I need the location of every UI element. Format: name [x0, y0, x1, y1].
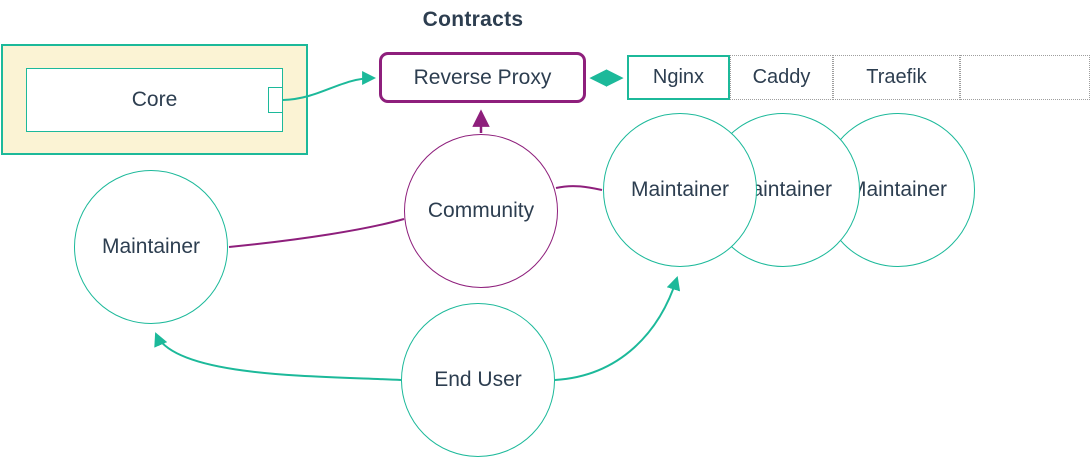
diagram-title: Contracts	[422, 8, 524, 31]
proxy-cell-caddy: Caddy	[730, 55, 833, 100]
node-community-label: Community	[427, 199, 535, 222]
core-port	[268, 87, 283, 113]
proxy-cell-nginx-label: Nginx	[652, 66, 705, 88]
proxy-cell-traefik: Traefik	[833, 55, 960, 100]
node-end-user: End User	[401, 303, 555, 457]
node-maintainer-right-1-label: Maintainer	[630, 178, 730, 201]
edge-community-to-maintainer-right	[555, 185, 603, 191]
proxy-options-row: Nginx Caddy Traefik	[627, 55, 1090, 100]
proxy-cell-nginx: Nginx	[627, 55, 730, 100]
node-maintainer-right-2-label: Maintainer	[733, 178, 833, 201]
node-community: Community	[404, 134, 558, 288]
node-core: Core	[26, 68, 283, 132]
node-reverse-proxy-label: Reverse Proxy	[413, 65, 552, 89]
proxy-cell-empty	[960, 55, 1090, 100]
edge-end-user-to-maintainer-right	[554, 275, 681, 381]
node-reverse-proxy: Reverse Proxy	[379, 52, 586, 103]
edge-end-user-to-maintainer-left	[154, 332, 402, 381]
proxy-cell-traefik-label: Traefik	[866, 66, 927, 88]
node-end-user-label: End User	[434, 368, 522, 391]
proxy-cell-caddy-label: Caddy	[752, 66, 811, 88]
node-maintainer-right-1: Maintainer	[603, 113, 757, 267]
node-maintainer-left-label: Maintainer	[101, 235, 201, 258]
node-core-label: Core	[131, 88, 178, 111]
node-maintainer-right-3-label: Maintainer	[848, 178, 948, 201]
node-maintainer-left: Maintainer	[74, 170, 228, 324]
edge-community-to-maintainer-left	[228, 218, 405, 248]
